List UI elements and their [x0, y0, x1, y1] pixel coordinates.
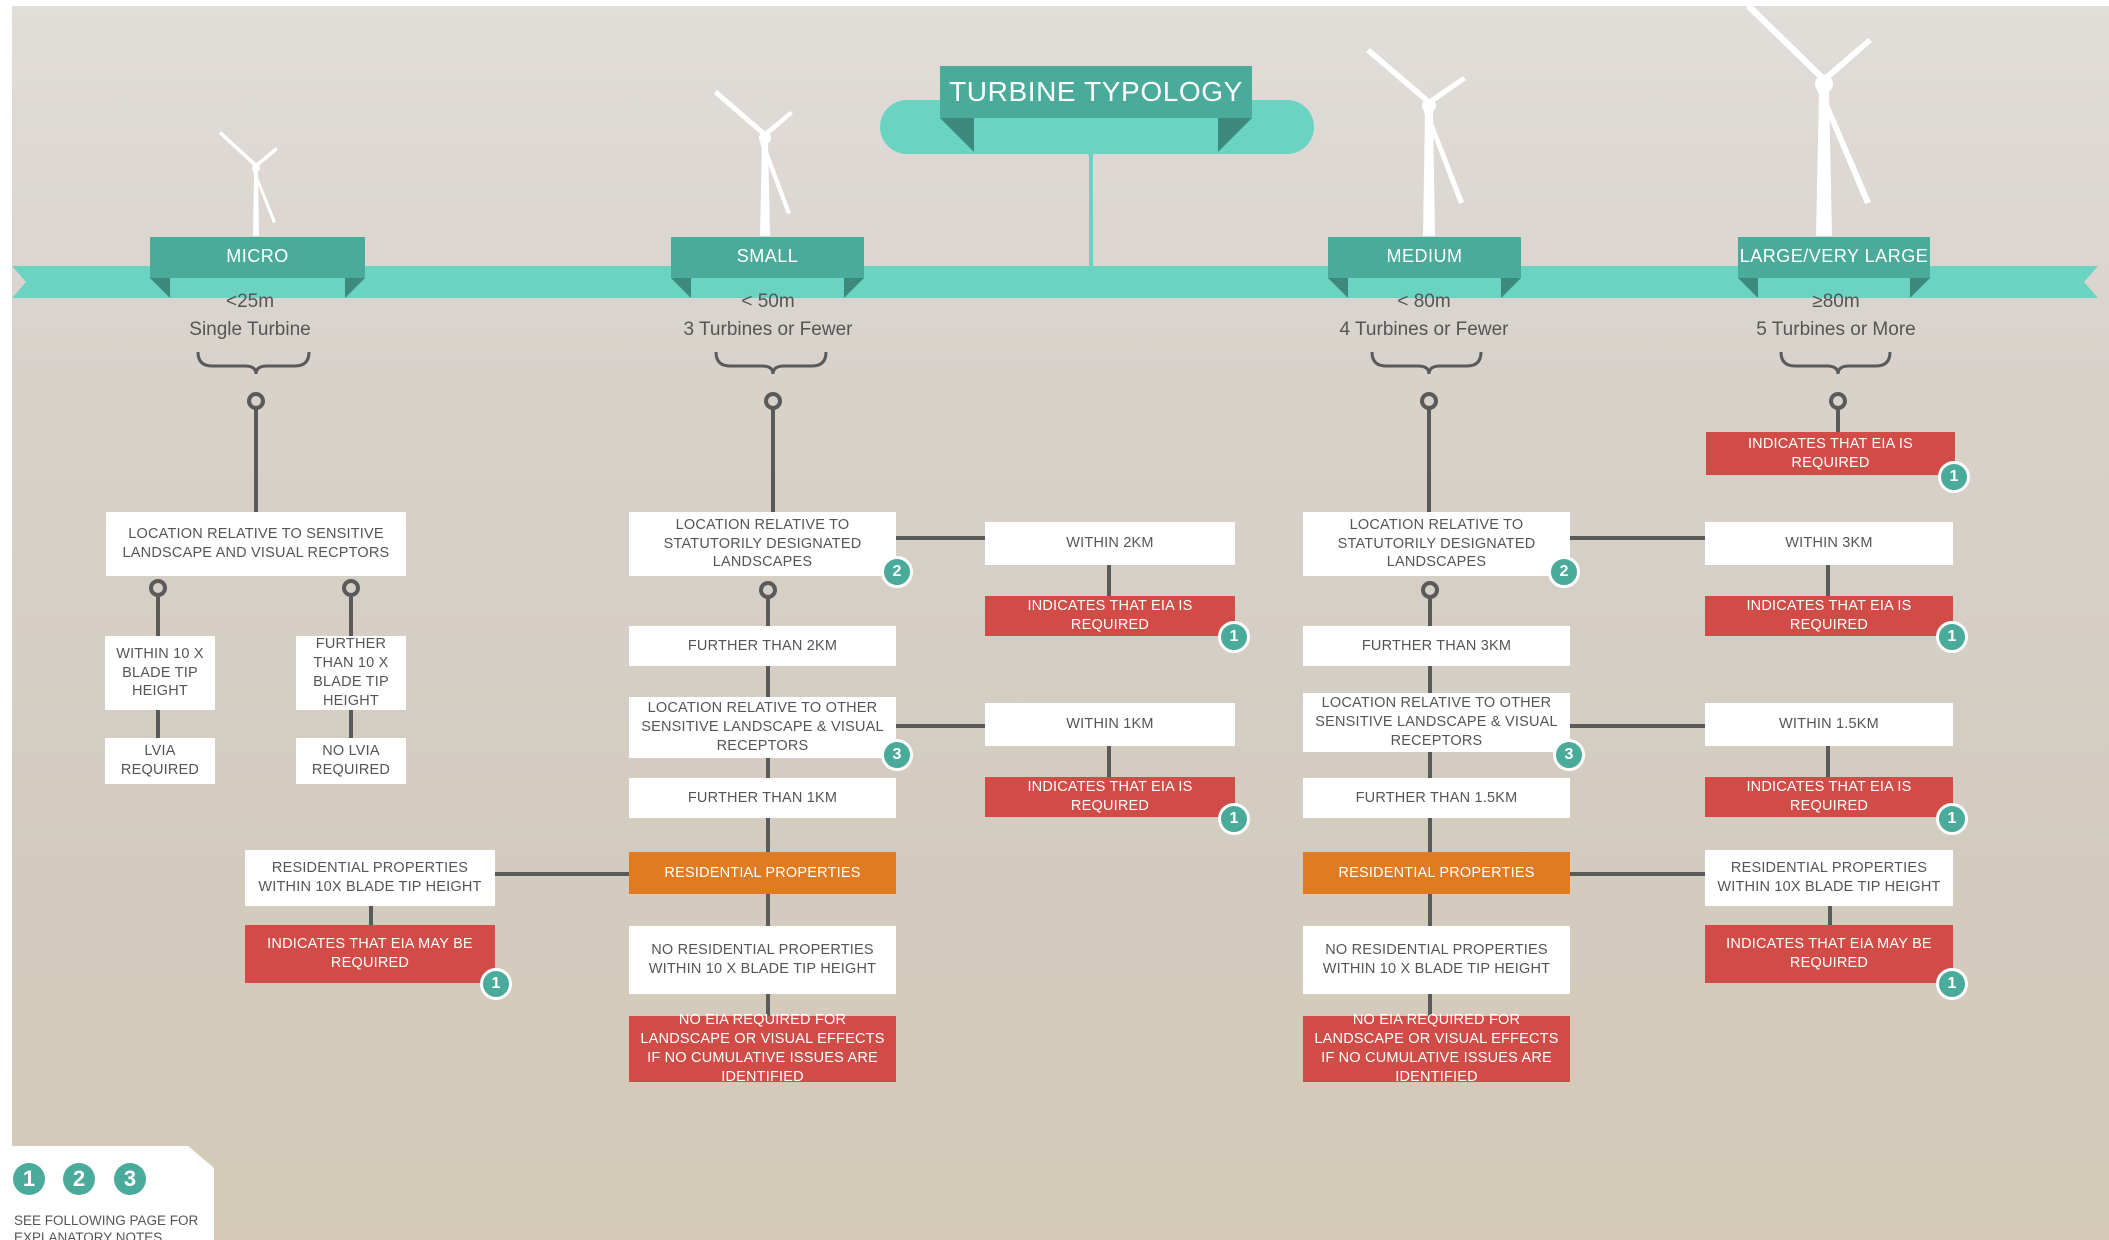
category-turbines-small: 3 Turbines or Fewer — [683, 319, 853, 340]
medium-eia-required-box-b: INDICATES THAT EIA IS REQUIRED — [1705, 777, 1953, 817]
note-badge-3: 3 — [1553, 739, 1585, 771]
turbine-medium-icon — [1366, 48, 1466, 236]
category-height-small: < 50m — [741, 291, 795, 312]
page-title: TURBINE TYPOLOGY — [949, 76, 1243, 107]
small-no-eia-box: NO EIA REQUIRED FOR LANDSCAPE OR VISUAL … — [629, 1012, 896, 1085]
small-further-2km-box: FURTHER THAN 2km — [629, 626, 896, 666]
small-within-2km-box: WITHIN 2km — [985, 522, 1235, 565]
category-header-medium: MEDIUM — [1328, 237, 1521, 278]
medium-within-1-5km-box: WITHIN 1.5km — [1705, 703, 1953, 746]
legend-note-2: 2 — [63, 1163, 95, 1195]
note-badge-1: 1 — [1218, 621, 1250, 653]
connectors — [156, 408, 1840, 1016]
category-header-small: SMALL — [671, 237, 864, 278]
legend-text: SEE FOLLOWING PAGE FOR EXPLANATORY NOTES — [14, 1213, 199, 1240]
note-badge-1: 1 — [1936, 968, 1968, 1000]
large-eia-required-box: INDICATES THAT EIA IS REQUIRED — [1706, 432, 1955, 475]
medium-further-3km-box: FURTHER THAN 3km — [1303, 626, 1570, 666]
small-eia-may-box: INDICATES THAT EIA MAY BE REQUIRED — [245, 925, 495, 983]
medium-eia-required-box-a: INDICATES THAT EIA IS REQUIRED — [1705, 596, 1953, 636]
note-badge-2: 2 — [881, 556, 913, 588]
category-label: SMALL — [736, 246, 799, 266]
category-braces — [196, 351, 1892, 375]
category-height-large: ≥80m — [1812, 291, 1860, 312]
micro-no-lvia-box: NO LVIA REQUIRED — [296, 738, 406, 784]
medium-residential-within-box: RESIDENTIAL PROPERTIES WITHIN 10X BLADE … — [1705, 850, 1953, 906]
small-within-1km-box: WITHIN 1km — [985, 703, 1235, 746]
small-eia-required-box-a: INDICATES THAT EIA IS REQUIRED — [985, 596, 1235, 636]
header-folds — [150, 278, 1930, 298]
turbine-micro-icon — [219, 131, 278, 236]
note-badge-1: 1 — [1218, 803, 1250, 835]
note-badge-1: 1 — [1938, 461, 1970, 493]
small-location-other-box: LOCATION RELATIVE TO OTHER SENSITIVE LAN… — [629, 697, 896, 758]
category-label: LARGE/VERY LARGE — [1739, 246, 1929, 266]
category-turbines-large: 5 Turbines or More — [1756, 319, 1916, 340]
category-header-large: LARGE/VERY LARGE — [1738, 237, 1930, 278]
small-no-residential-box: NO RESIDENTIAL PROPERTIES WITHIN 10 x BL… — [629, 926, 896, 994]
title-ribbon-fold-left — [940, 118, 974, 152]
micro-lvia-required-box: LVIA REQUIRED — [105, 738, 215, 784]
category-header-micro: MICRO — [150, 237, 365, 278]
micro-location-box: LOCATION RELATIVE TO SENSITIVE LANDSCAPE… — [106, 512, 406, 576]
small-residential-within-box: RESIDENTIAL PROPERTIES WITHIN 10X BLADE … — [245, 850, 495, 906]
header-ribbons — [150, 237, 1930, 278]
legend-note-3: 3 — [114, 1163, 146, 1195]
small-eia-required-box-b: INDICATES THAT EIA IS REQUIRED — [985, 777, 1235, 817]
medium-eia-may-box: INDICATES THAT EIA MAY BE REQUIRED — [1705, 925, 1953, 983]
category-turbines-medium: 4 Turbines or Fewer — [1339, 319, 1509, 340]
turbine-small-icon — [714, 90, 793, 236]
category-label: MEDIUM — [1386, 246, 1463, 266]
legend-card — [0, 1146, 214, 1240]
small-residential-box: RESIDENTIAL PROPERTIES — [629, 852, 896, 894]
note-badge-3: 3 — [881, 739, 913, 771]
micro-further-box: FURTHER THAN 10 X BLADE TIP HEIGHT — [296, 636, 406, 710]
medium-location-other-box: LOCATION RELATIVE TO OTHER SENSITIVE LAN… — [1303, 693, 1570, 752]
medium-no-eia-box: NO EIA REQUIRED FOR LANDSCAPE OR VISUAL … — [1303, 1012, 1570, 1085]
category-height-medium: < 80m — [1397, 291, 1451, 312]
micro-within-box: WITHIN 10 x BLADE TIP HEIGHT — [105, 636, 215, 710]
turbine-large-icon — [1746, 4, 1872, 236]
category-height-micro: <25m — [225, 291, 275, 312]
note-badge-1: 1 — [480, 968, 512, 1000]
note-badge-1: 1 — [1936, 621, 1968, 653]
timeline-band — [12, 266, 2098, 298]
title-ribbon — [940, 66, 1252, 118]
medium-residential-box: RESIDENTIAL PROPERTIES — [1303, 852, 1570, 894]
title-ribbon-fold-right — [1218, 118, 1252, 152]
small-further-1km-box: FURTHER THAN 1km — [629, 778, 896, 818]
medium-location-statutory-box: LOCATION RELATIVE TO STATUTORILY DESIGNA… — [1303, 512, 1570, 576]
connector-nodes — [149, 392, 1847, 599]
legend-note-1: 1 — [13, 1163, 45, 1195]
medium-further-1-5km-box: FURTHER THAN 1.5km — [1303, 778, 1570, 818]
note-badge-1: 1 — [1936, 803, 1968, 835]
note-badge-2: 2 — [1548, 556, 1580, 588]
small-location-statutory-box: LOCATION RELATIVE TO STATUTORILY DESIGNA… — [629, 512, 896, 576]
category-turbines-micro: Single Turbine — [189, 319, 311, 340]
medium-no-residential-box: NO RESIDENTIAL PROPERTIES WITHIN 10 x BL… — [1303, 926, 1570, 994]
category-label: MICRO — [226, 246, 289, 266]
medium-within-3km-box: WITHIN 3km — [1705, 522, 1953, 565]
